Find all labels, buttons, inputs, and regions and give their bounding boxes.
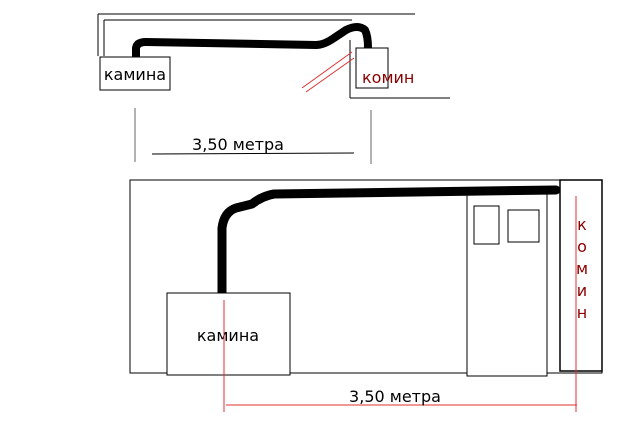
top-fireplace-box <box>99 56 171 91</box>
top-sketch: камина комин 3,50 метра <box>97 13 450 164</box>
top-dimension-label: 3,50 метра <box>192 135 284 154</box>
chimney-letter: м <box>576 259 588 278</box>
bottom-cabinet-panel-right <box>507 209 540 243</box>
bottom-dimension-label: 3,50 метра <box>349 387 441 406</box>
top-fireplace-label: камина <box>104 65 166 84</box>
top-flue-pipe <box>132 23 372 70</box>
bottom-fireplace-box <box>166 292 291 376</box>
top-dimension-line <box>151 152 355 155</box>
chimney-letter: к <box>577 215 587 234</box>
bottom-dimension <box>223 196 577 412</box>
bottom-flue-pipe <box>217 185 561 303</box>
bottom-cabinet-panel-left <box>473 205 500 245</box>
top-hatch-marks <box>301 51 355 93</box>
bottom-sketch: камина к о м и н 3,50 метра <box>129 179 603 412</box>
bottom-chimney-label: к о м и н <box>576 215 588 322</box>
chimney-letter: о <box>577 237 587 256</box>
top-chimney-label: комин <box>362 68 414 87</box>
top-chimney-box <box>355 47 389 89</box>
bottom-chimney-column <box>559 179 603 372</box>
chimney-letter: н <box>577 303 587 322</box>
bottom-fireplace-label: камина <box>197 326 259 345</box>
chimney-letter: и <box>577 281 587 300</box>
